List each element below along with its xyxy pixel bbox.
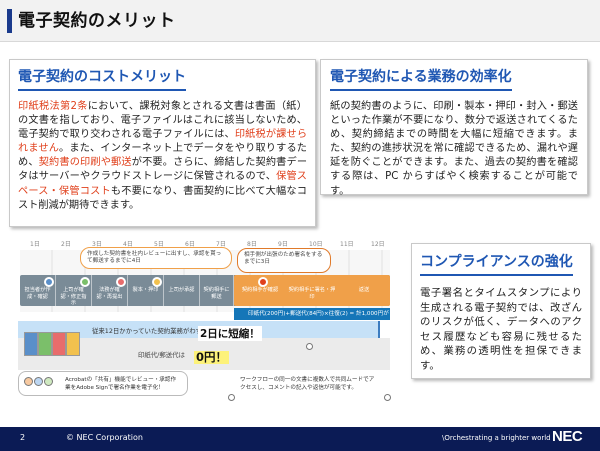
person-icon — [34, 377, 43, 386]
cost-text-1: において、課税対象とされる文書は書面（紙）の文書を指しており、電子ファイルはこれ… — [18, 101, 307, 141]
cost-text-2: 。また、インターネット上でデータをやり取りするため、 — [18, 143, 307, 169]
page-number: 2 — [20, 433, 26, 442]
day-label: 12日 — [371, 241, 385, 248]
contract-timeline-diagram: 1日 2日 3日 4日 5日 6日 7日 8日 9日 10日 11日 12日 作… — [8, 234, 396, 402]
efficiency-heading: 電子契約による業務の効率化 — [330, 68, 512, 91]
step-label: 契約相手に郵送 — [200, 275, 234, 306]
step-marker-icon — [116, 277, 126, 287]
step-label: 返送 — [358, 287, 370, 293]
no-stamp-tax-highlight: 印紙税が課せられません — [18, 129, 308, 155]
resize-handle-icon[interactable] — [228, 394, 235, 401]
storage-cost-highlight: 保管スペース・保管コスト — [18, 171, 307, 197]
cost-text-4: も不要になり、書面契約に比べて大幅なコスト削減が期待できます。 — [18, 185, 307, 211]
compliance-panel: コンプライアンスの強化 電子署名とタイムスタンプにより生成される電子契約では、改… — [411, 243, 591, 379]
copyright-text: © NEC Corporation — [66, 433, 143, 442]
acrobat-sign-note: Acrobatの「共有」機能でレビュー・承認作業をAdobe Signで署名作業… — [18, 371, 188, 396]
stamp-tax-law-highlight: 印紙税法第2条 — [18, 101, 88, 112]
day-label: 10日 — [309, 241, 323, 248]
step-label: 担当者が作成・確認 — [20, 275, 56, 306]
document-icon — [38, 332, 52, 356]
day-label: 5日 — [154, 241, 164, 248]
step-marker-icon — [44, 277, 54, 287]
step-marker-icon — [258, 277, 268, 287]
brand-tagline: \Orchestrating a brighter world — [442, 434, 551, 442]
day-label: 1日 — [30, 241, 40, 248]
step-marker-icon — [80, 277, 90, 287]
day-label: 2日 — [61, 241, 71, 248]
footer-bar — [0, 427, 600, 451]
resize-handle-icon[interactable] — [384, 394, 391, 401]
review-approval-callout: 作成した契約書を社内レビューに出すし、承認を貰って郵送するまでに4日 — [80, 247, 232, 269]
step-label: 契約相手に署名・押印 — [288, 287, 336, 300]
day-label: 11日 — [340, 241, 354, 248]
step-label: 契約相手が確認 — [241, 287, 279, 293]
day-label: 6日 — [185, 241, 195, 248]
cost-text-3: が不要。さらに、締結した契約書データはサーバーやクラウドストレージに保管されるの… — [18, 157, 308, 183]
printing-mailing-highlight: 契約書の印刷や郵送 — [38, 157, 132, 169]
day-label: 7日 — [216, 241, 226, 248]
step-label: 上司が確認・修正指示 — [56, 275, 92, 306]
day-label: 9日 — [278, 241, 288, 248]
compliance-body: 電子署名とタイムスタンプにより生成される電子契約では、改ざんのリスクが低く、デー… — [420, 287, 582, 372]
timeline-days-row: 1日 2日 3日 4日 5日 6日 7日 8日 9日 10日 11日 12日 — [20, 239, 390, 251]
step-label: 製本・押印 — [128, 275, 164, 306]
cost-merit-heading: 電子契約のコストメリット — [18, 68, 186, 91]
workflow-coauthor-note: ワークフローの同一の文書に複数人で共同ムードでアクセスし、コメントの記入や返信が… — [240, 377, 375, 391]
efficiency-panel: 電子契約による業務の効率化 紙の契約書のように、印刷・製本・押印・封入・郵送とい… — [320, 59, 588, 197]
zero-yen-highlight: 0円！ — [194, 350, 230, 364]
person-icon — [24, 377, 33, 386]
nec-logo: NEC — [552, 428, 583, 445]
slide-title-bar: 電子契約のメリット — [0, 0, 600, 42]
efficiency-body: 紙の契約書のように、印刷・製本・押印・封入・郵送といった作業が不要になり、数分で… — [330, 101, 578, 197]
day-label: 4日 — [123, 241, 133, 248]
step-label: 上司が承認 — [164, 275, 200, 306]
cost-merit-panel: 電子契約のコストメリット 印紙税法第2条において、課税対象とされる文書は書面（紙… — [9, 59, 316, 227]
day-label: 3日 — [92, 241, 102, 248]
slide-title: 電子契約のメリット — [18, 11, 176, 31]
counterparty-signing-callout: 相手側が出張のため署名をするまでに3日 — [237, 248, 331, 273]
stamp-postage-cost-bar: 印紙代(200円)+郵送代(84円)×往復(2) = 計1,000円が発生 — [234, 308, 390, 329]
document-icon — [52, 332, 66, 356]
document-icon — [24, 332, 38, 356]
title-accent-bar — [7, 9, 12, 33]
resize-handle-icon[interactable] — [306, 343, 313, 350]
stamp-postage-label: 印紙代/郵送代は — [138, 351, 185, 359]
before-period-text: 従来12日かかっていた契約業務がわずか — [92, 327, 209, 335]
document-icon — [66, 332, 80, 356]
compliance-heading: コンプライアンスの強化 — [420, 253, 573, 276]
cost-merit-body: 印紙税法第2条において、課税対象とされる文書は書面（紙）の文書を指しており、電子… — [18, 100, 307, 213]
step-marker-icon — [152, 277, 162, 287]
person-icon — [44, 377, 53, 386]
shortened-to-2days-text: 2日に短縮！ — [198, 326, 262, 341]
day-label: 8日 — [247, 241, 257, 248]
step-label: 法務が確認・再提出 — [92, 275, 128, 306]
